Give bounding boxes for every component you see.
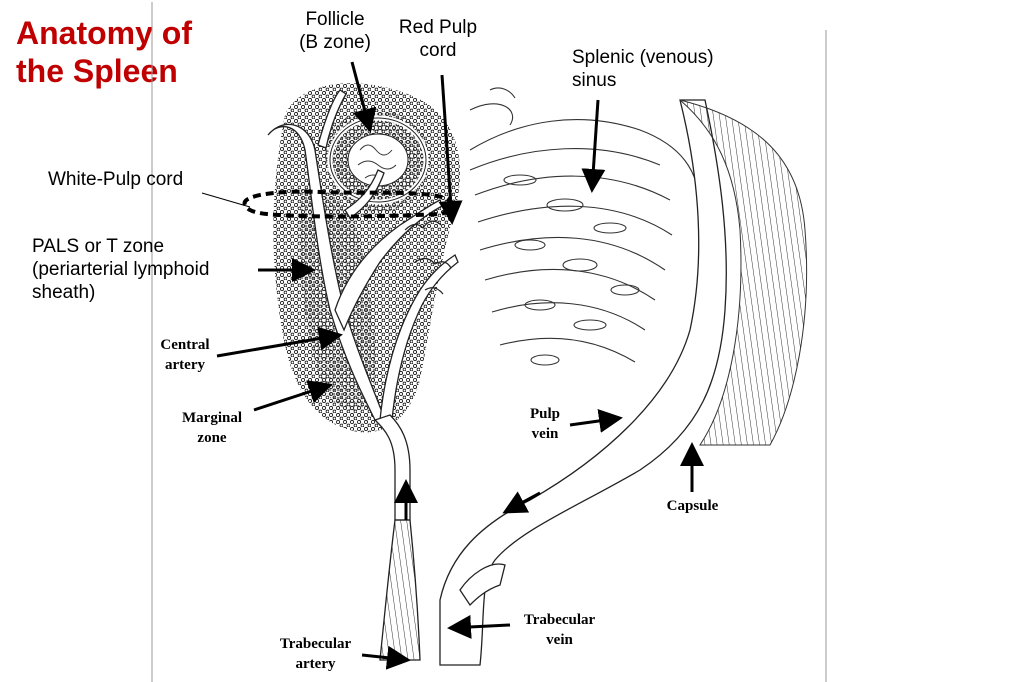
follicle-arrow <box>350 61 377 133</box>
label-trabecular-artery: Trabecular artery <box>279 636 352 672</box>
trabecular-artery-arrow <box>361 645 411 670</box>
trabecular-vein-arrow <box>447 614 511 639</box>
label-marginal-zone: Marginal zone <box>182 410 242 446</box>
label-pulp-vein: Pulp vein <box>529 406 560 442</box>
label-capsule: Capsule <box>666 498 719 514</box>
red-pulp-arrow <box>438 74 463 225</box>
venous-channel <box>439 99 727 666</box>
white-pulp-cord-outline <box>242 189 453 219</box>
label-red-pulp-cord: Red Pulp cord <box>398 17 478 61</box>
white-pulp-arrow <box>201 192 251 208</box>
label-pals: PALS or T zone (periarterial lymphoid sh… <box>32 236 210 303</box>
flow-arrow-vein <box>502 491 541 514</box>
label-trabecular-vein: Trabecular vein <box>523 612 596 648</box>
label-white-pulp-cord: White-Pulp cord <box>48 169 184 190</box>
label-arrows <box>201 61 704 670</box>
pulp-vein-arrow <box>569 409 623 433</box>
red-pulp-sinuses <box>469 87 701 366</box>
sinus-arrow <box>581 99 606 193</box>
figure-border <box>151 2 827 682</box>
label-splenic-sinus: Splenic (venous) sinus <box>572 47 714 91</box>
label-central-artery: Central artery <box>160 337 210 373</box>
marginal-zone-arrow <box>253 380 333 412</box>
label-follicle: Follicle (B zone) <box>299 9 371 53</box>
central-artery-arrow <box>216 326 343 358</box>
slide-title: Anatomy of the Spleen <box>16 15 192 89</box>
capsule-band <box>679 99 808 446</box>
